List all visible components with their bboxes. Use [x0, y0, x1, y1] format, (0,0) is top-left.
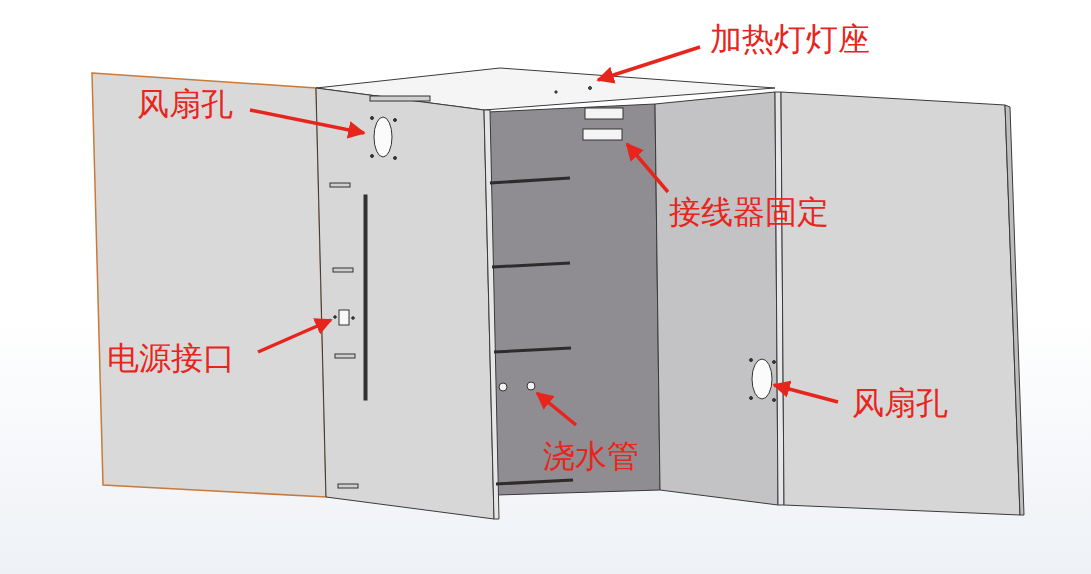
lamp-seat-hole	[555, 91, 557, 93]
leader-arrows	[250, 47, 838, 425]
leader-arrow	[258, 320, 331, 352]
leader-arrow	[250, 110, 364, 133]
right-door	[781, 92, 1020, 515]
callout-label: 风扇孔	[852, 385, 948, 422]
screw-hole	[773, 399, 776, 402]
screw-hole	[352, 317, 355, 320]
leader-arrow	[598, 47, 700, 80]
watering-hole	[527, 382, 535, 390]
screw-hole	[371, 155, 374, 158]
back-wall	[488, 104, 660, 495]
top-slot	[370, 96, 430, 101]
shelf-rail	[490, 178, 570, 183]
power-socket	[339, 310, 349, 325]
callout-label: 风扇孔	[137, 86, 233, 123]
slot	[338, 484, 358, 488]
shelf-rail	[494, 348, 571, 352]
screw-hole	[394, 157, 397, 160]
fan-hole	[374, 117, 392, 157]
leader-arrow	[627, 144, 668, 192]
left-panel-details	[330, 96, 430, 488]
callout-label: 接线器固定	[669, 194, 829, 231]
screw-hole	[394, 119, 397, 122]
right-door-details	[750, 359, 776, 402]
screw-hole	[773, 361, 776, 364]
shelf-rail	[496, 480, 573, 484]
fan-hole	[752, 359, 772, 399]
right-inner-wall	[655, 92, 778, 505]
slot	[335, 354, 355, 358]
screw-hole	[750, 397, 753, 400]
connector-mount	[585, 108, 623, 119]
callout-label: 电源接口	[107, 340, 235, 377]
left-panel-edge	[484, 110, 499, 519]
connector-mount	[583, 129, 622, 140]
leader-arrow	[774, 385, 838, 402]
cabinet	[92, 68, 1024, 519]
callout-label: 加热灯灯座	[710, 21, 870, 58]
inner-details	[499, 87, 623, 392]
slot	[330, 183, 350, 187]
screw-hole	[334, 316, 337, 319]
right-door-edge	[1005, 105, 1024, 515]
screw-hole	[371, 117, 374, 120]
watering-hole	[499, 383, 507, 391]
slot	[333, 268, 353, 272]
left-side-panel	[316, 88, 494, 519]
lamp-seat-hole	[589, 87, 592, 90]
screw-hole	[750, 359, 753, 362]
left-door	[92, 73, 326, 497]
leader-arrow	[537, 393, 576, 425]
callout-label: 浇水管	[543, 438, 639, 475]
shelf-rail	[492, 263, 570, 267]
vertical-slot	[364, 195, 367, 400]
